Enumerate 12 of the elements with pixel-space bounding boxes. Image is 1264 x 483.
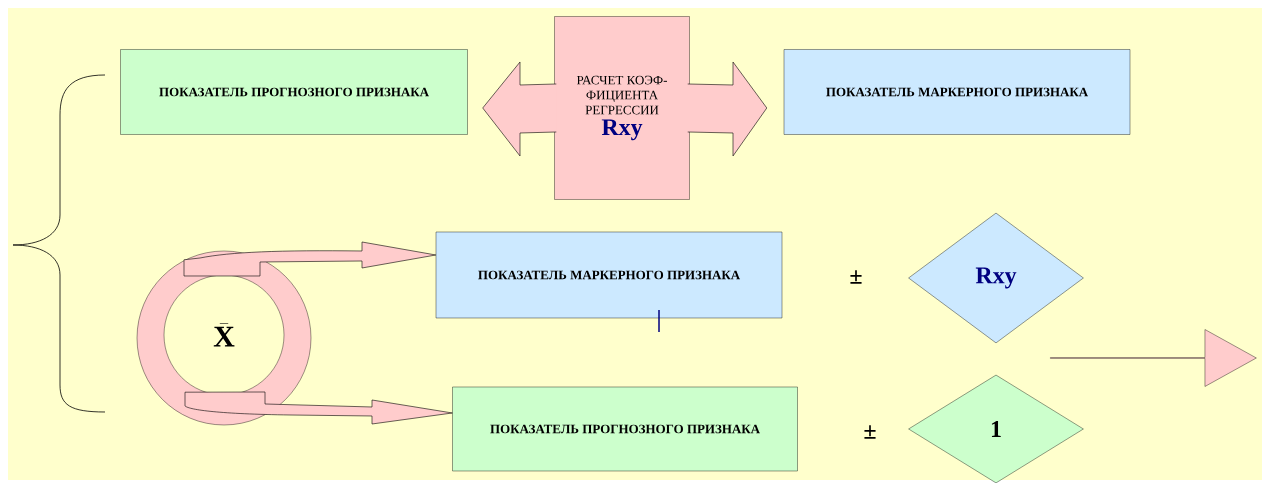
block-arrow bbox=[1050, 329, 1257, 387]
block-arrow bbox=[482, 61, 557, 157]
cross-box: РАСЧЕТ КОЭФ- ФИЦИЕНТА РЕГРЕССИИ Rxy bbox=[554, 16, 690, 200]
text-box: ПОКАЗАТЕЛЬ ПРОГНОЗНОГО ПРИЗНАКА bbox=[120, 49, 468, 135]
block-arrow bbox=[184, 391, 453, 425]
text-box: ПОКАЗАТЕЛЬ ПРОГНОЗНОГО ПРИЗНАКА bbox=[452, 386, 798, 472]
plus-minus-sign: ± bbox=[850, 270, 862, 284]
block-arrow bbox=[687, 61, 768, 157]
block-arrow bbox=[183, 241, 437, 277]
plus-minus-sign: ± bbox=[864, 425, 876, 439]
text-box: ПОКАЗАТЕЛЬ МАРКЕРНОГО ПРИЗНАКА bbox=[435, 231, 783, 319]
text-box: ПОКАЗАТЕЛЬ МАРКЕРНОГО ПРИЗНАКА bbox=[783, 49, 1131, 135]
